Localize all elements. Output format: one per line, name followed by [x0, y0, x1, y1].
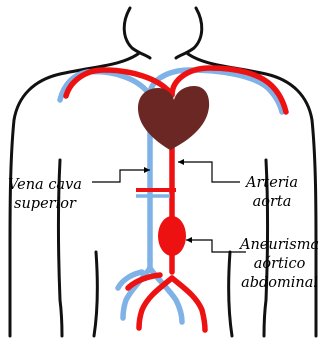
aorta-arrowhead [178, 159, 184, 165]
aneurysm-label-line1: Aneurisma [240, 236, 319, 255]
vena-cava-leader [92, 170, 150, 182]
aneurysm-leader [186, 240, 246, 252]
aneurysm-label-line3: abdominal [240, 274, 319, 293]
aneurysm-arrowhead [186, 237, 192, 243]
artery-crossing [136, 188, 176, 192]
aneurysm-label: Aneurisma aórtico abdominal [240, 236, 319, 293]
aneurysm-label-line2: aórtico [240, 255, 319, 274]
vena-cava-label-line1: Vena cava [8, 176, 82, 195]
aorta-label-line1: Arteria [246, 174, 298, 193]
vena-cava-label: Vena cava superior [8, 176, 82, 214]
aorta-label-line2: aorta [246, 193, 298, 212]
aorta-leader [178, 162, 240, 182]
vena-cava-label-line2: superior [8, 195, 82, 214]
aneurysm-bulge [158, 216, 186, 256]
aorta-label: Arteria aorta [246, 174, 298, 212]
